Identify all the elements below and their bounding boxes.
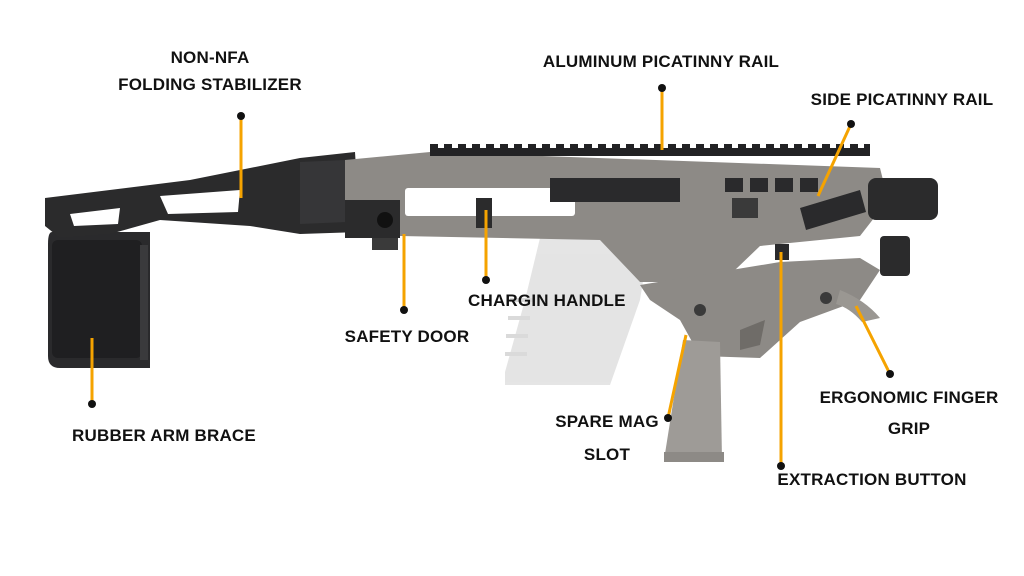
rail-tooth [830,144,836,148]
rail-tooth [550,144,556,148]
label-line: SIDE PICATINNY RAIL [810,90,994,109]
charging-handle-part [476,198,492,228]
label-arm-brace: RUBBER ARM BRACE [66,422,262,449]
label-finger-grip: ERGONOMIC FINGER GRIP [814,384,1004,442]
side-picatinny-rail [725,178,866,230]
rail-tooth [522,144,528,148]
rail-tooth [676,144,682,148]
safety-door-part [345,200,400,250]
label-line: SPARE MAG [555,412,659,431]
label-extraction: EXTRACTION BUTTON [772,466,972,493]
label-line: CHARGIN HANDLE [468,291,626,310]
rail-tooth [732,144,738,148]
rail-tooth [564,144,570,148]
callout-dots [88,84,894,470]
callouts [90,88,892,466]
rail-tooth [480,144,486,148]
top-picatinny-rail [430,144,870,156]
rail-tooth [466,144,472,148]
rail-tooth [494,144,500,148]
rail-tooth [690,144,696,148]
rubber-arm-brace [48,232,150,368]
callout-side-rail [816,123,853,197]
folding-stabilizer [45,152,360,238]
rail-tooth [746,144,752,148]
label-line: ERGONOMIC FINGER [819,388,999,407]
label-line: FOLDING STABILIZER [118,75,302,94]
rail-tooth [788,144,794,148]
rail-tooth [438,144,444,148]
rail-tooth [662,144,668,148]
callout-finger-grip [854,305,892,375]
barrel [868,178,938,276]
callout-spare-mag [666,334,688,419]
label-charging-handle: CHARGIN HANDLE [468,287,626,314]
label-top-rail: ALUMINUM PICATINNY RAIL [530,48,792,75]
label-spare-mag: SPARE MAG SLOT [548,408,666,468]
label-line: ALUMINUM PICATINNY RAIL [542,52,780,71]
rail-tooth [774,144,780,148]
label-line: EXTRACTION BUTTON [777,470,967,489]
rail-tooth [634,144,640,148]
label-side-rail: SIDE PICATINNY RAIL [802,86,1002,113]
rail-tooth [452,144,458,148]
rail-tooth [592,144,598,148]
rail-tooth [536,144,542,148]
rail-tooth [802,144,808,148]
label-line: RUBBER ARM BRACE [72,426,256,445]
label-stabilizer: NON-NFA FOLDING STABILIZER [115,44,305,98]
label-line: NON-NFA [170,48,250,67]
rail-tooth [844,144,850,148]
rail-tooth [508,144,514,148]
rail-tooth [648,144,654,148]
rail-tooth [578,144,584,148]
rail-tooth [704,144,710,148]
label-line: GRIP [887,419,931,438]
label-safety-door: SAFETY DOOR [340,323,474,350]
rail-tooth [816,144,822,148]
rail-tooth [760,144,766,148]
rail-tooth [606,144,612,148]
rail-tooth [718,144,724,148]
rail-tooth [620,144,626,148]
label-line: SAFETY DOOR [344,327,470,346]
label-line: SLOT [583,445,631,464]
rail-tooth [858,144,864,148]
